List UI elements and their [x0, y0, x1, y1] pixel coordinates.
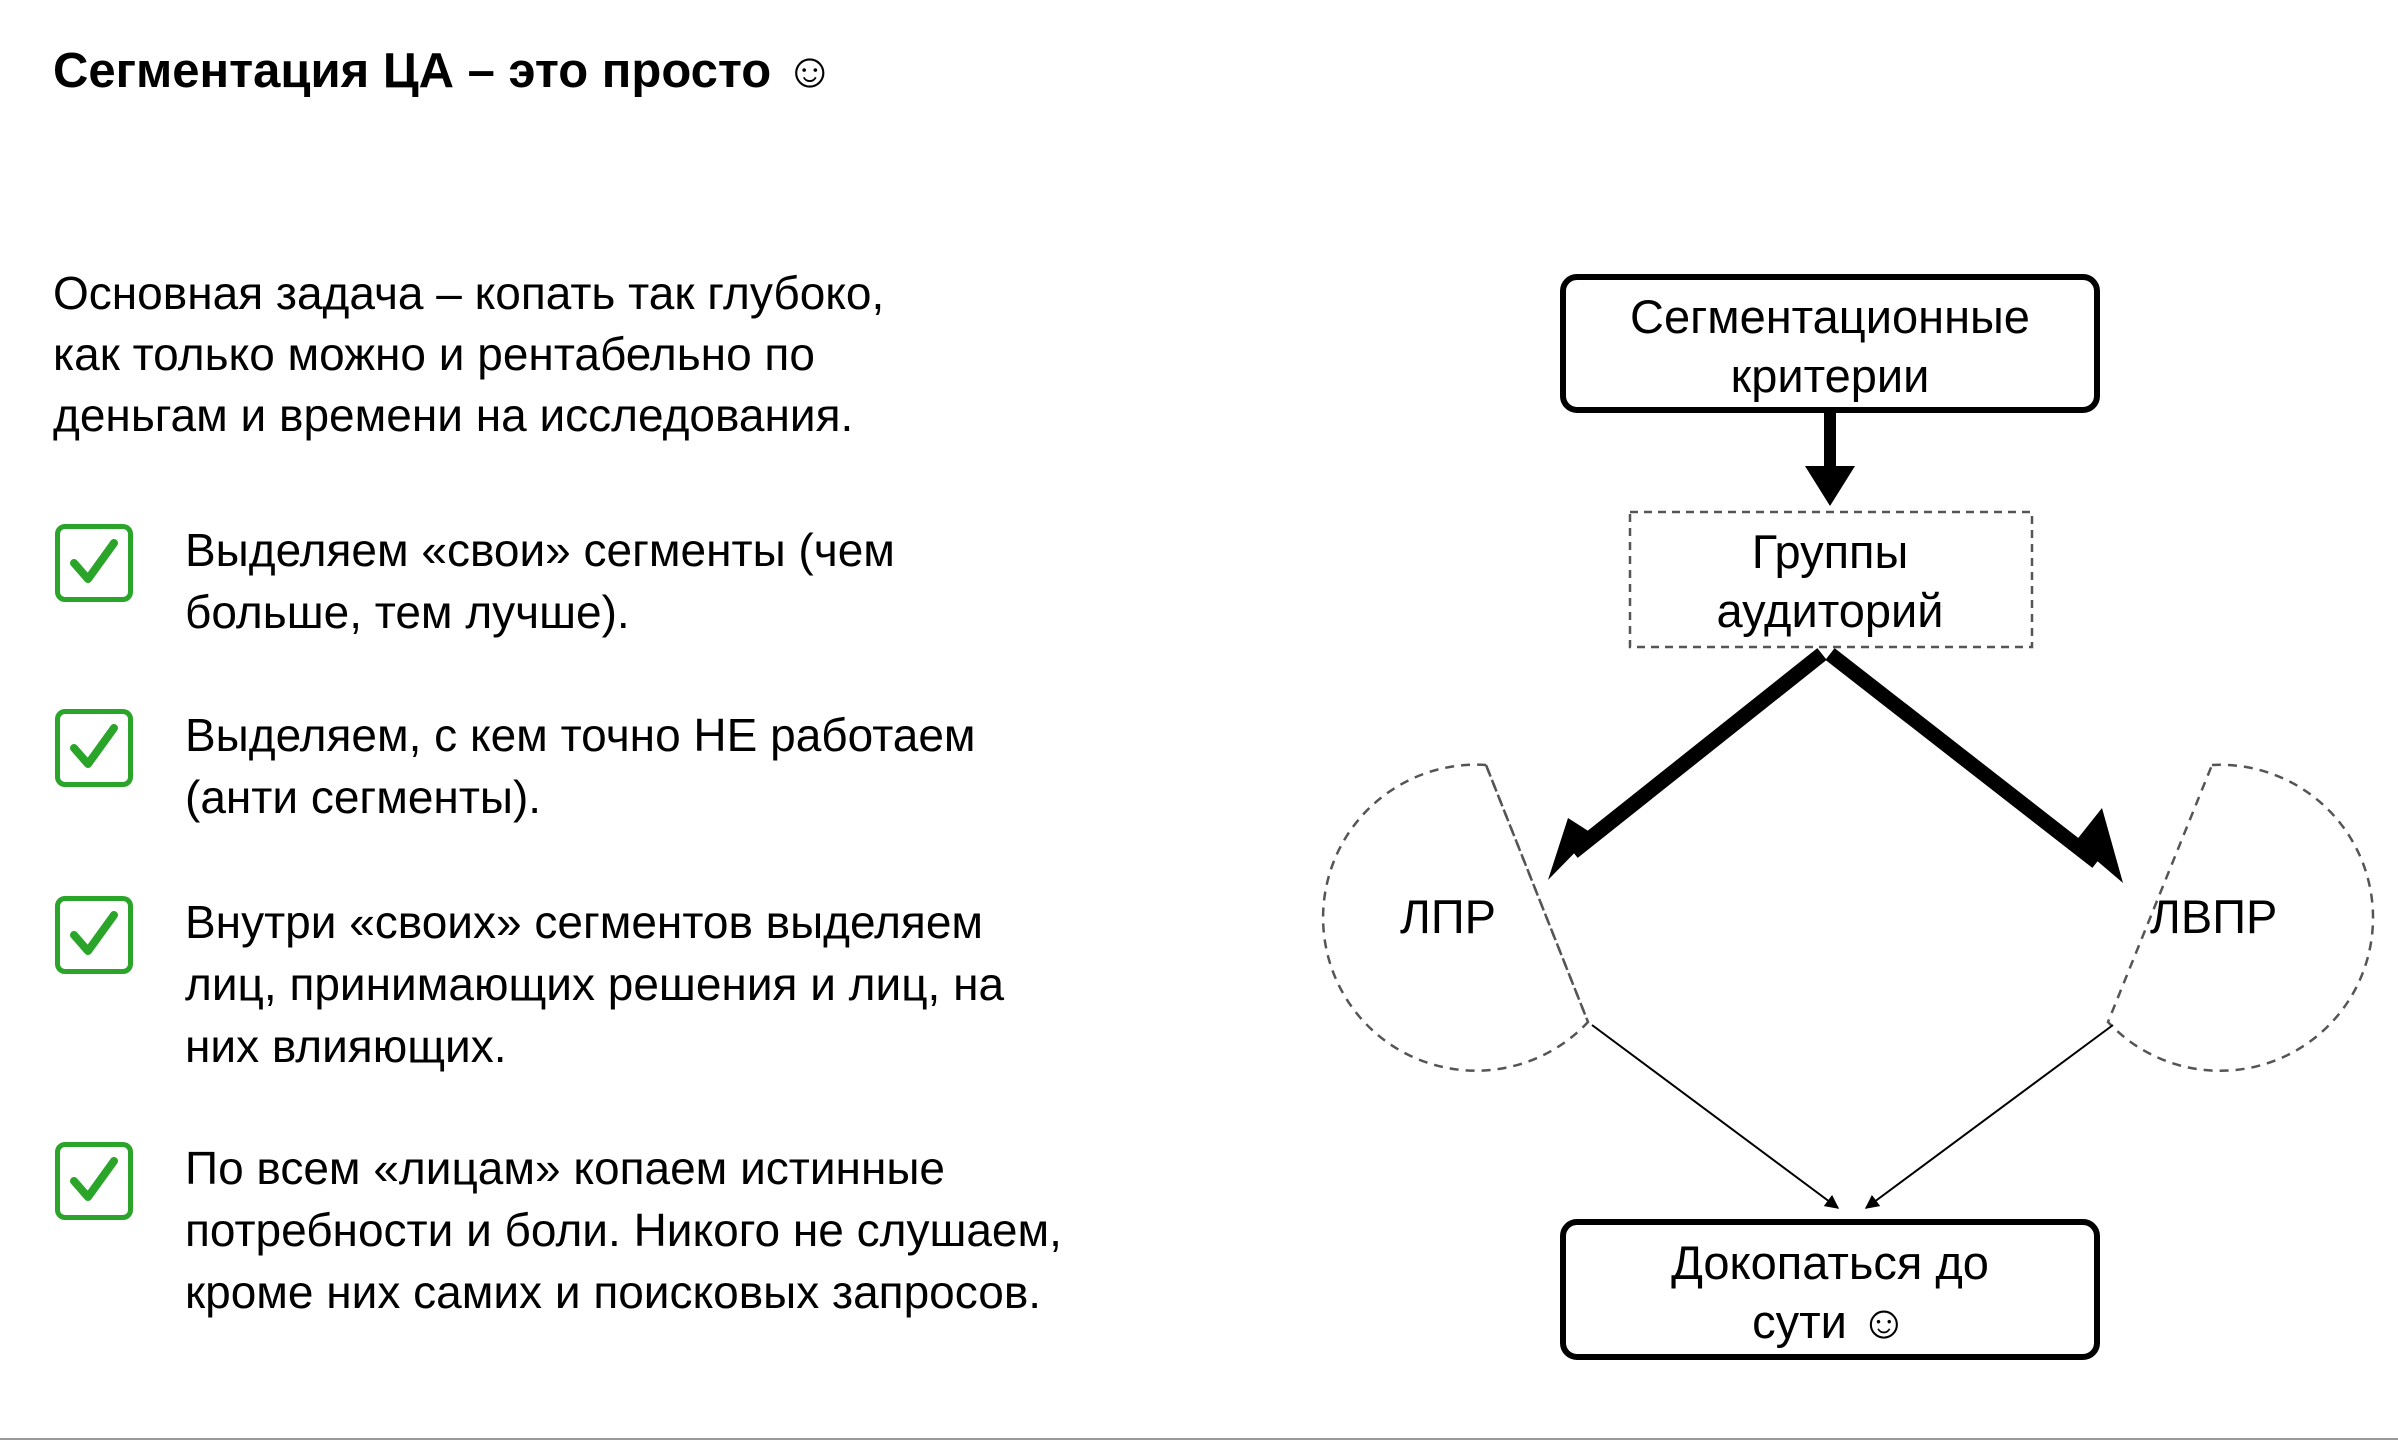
arrow-lpr-to-goal	[1591, 1024, 1840, 1209]
slide-title: Сегментация ЦА – это просто ☺	[53, 44, 835, 98]
intro-line: деньгам и времени на исследования.	[53, 389, 854, 441]
lpr-circle	[1321, 763, 1590, 1072]
checklist-item-text: По всем «лицам» копаем истинные потребно…	[185, 1137, 1062, 1323]
checklist-item-line: больше, тем лучше).	[185, 586, 630, 638]
lvpr-circle	[2106, 763, 2375, 1073]
arrow-lvpr-to-goal	[1864, 1024, 2114, 1209]
groups-label-line: аудиторий	[1716, 584, 1943, 637]
audience-groups-node: Группы аудиторий	[1628, 510, 2034, 649]
lpr-label: ЛПР	[1400, 890, 1496, 943]
checklist-item-line: Выделяем, с кем точно НЕ работаем	[185, 709, 976, 761]
bottom-divider	[0, 1438, 2398, 1440]
checkbox-checked-icon	[55, 709, 133, 787]
intro-line: Основная задача – копать так глубоко,	[53, 267, 885, 319]
checklist-item-line: Выделяем «свои» сегменты (чем	[185, 524, 895, 576]
lvpr-label: ЛВПР	[2150, 890, 2277, 943]
checkbox-checked-icon	[55, 524, 133, 602]
intro-paragraph: Основная задача – копать так глубоко, ка…	[53, 263, 1203, 446]
goal-node: Докопаться до сути ☺	[1560, 1219, 2100, 1360]
checklist-item-line: Внутри «своих» сегментов выделяем	[185, 896, 984, 948]
goal-label-line: сути ☺	[1752, 1295, 1908, 1348]
checklist-item-line: По всем «лицам» копаем истинные	[185, 1142, 945, 1194]
checklist-item-text: Выделяем, с кем точно НЕ работаем (анти …	[185, 704, 976, 828]
checklist-item-text: Выделяем «свои» сегменты (чем больше, те…	[185, 519, 895, 643]
checklist-item-line: (анти сегменты).	[185, 771, 542, 823]
checklist-item-text: Внутри «своих» сегментов выделяем лиц, п…	[185, 891, 1004, 1077]
criteria-label-line: критерии	[1731, 349, 1930, 402]
checklist-item-line: кроме них самих и поисковых запросов.	[185, 1266, 1042, 1318]
checkbox-checked-icon	[55, 896, 133, 974]
checkbox-checked-icon	[55, 1142, 133, 1220]
groups-label-line: Группы	[1752, 525, 1909, 578]
criteria-node: Сегментационные критерии	[1560, 274, 2100, 413]
checklist-item-line: лиц, принимающих решения и лиц, на	[185, 958, 1005, 1010]
arrow-groups-to-lvpr	[1825, 648, 2123, 883]
goal-label-line: Докопаться до	[1671, 1236, 1989, 1289]
checklist-item-line: них влияющих.	[185, 1020, 507, 1072]
checklist-item-line: потребности и боли. Никого не слушаем,	[185, 1204, 1062, 1256]
criteria-label-line: Сегментационные	[1630, 290, 2030, 343]
arrow-criteria-to-groups	[1805, 410, 1855, 506]
intro-line: как только можно и рентабельно по	[53, 328, 815, 380]
arrow-groups-to-lpr	[1548, 648, 1827, 880]
